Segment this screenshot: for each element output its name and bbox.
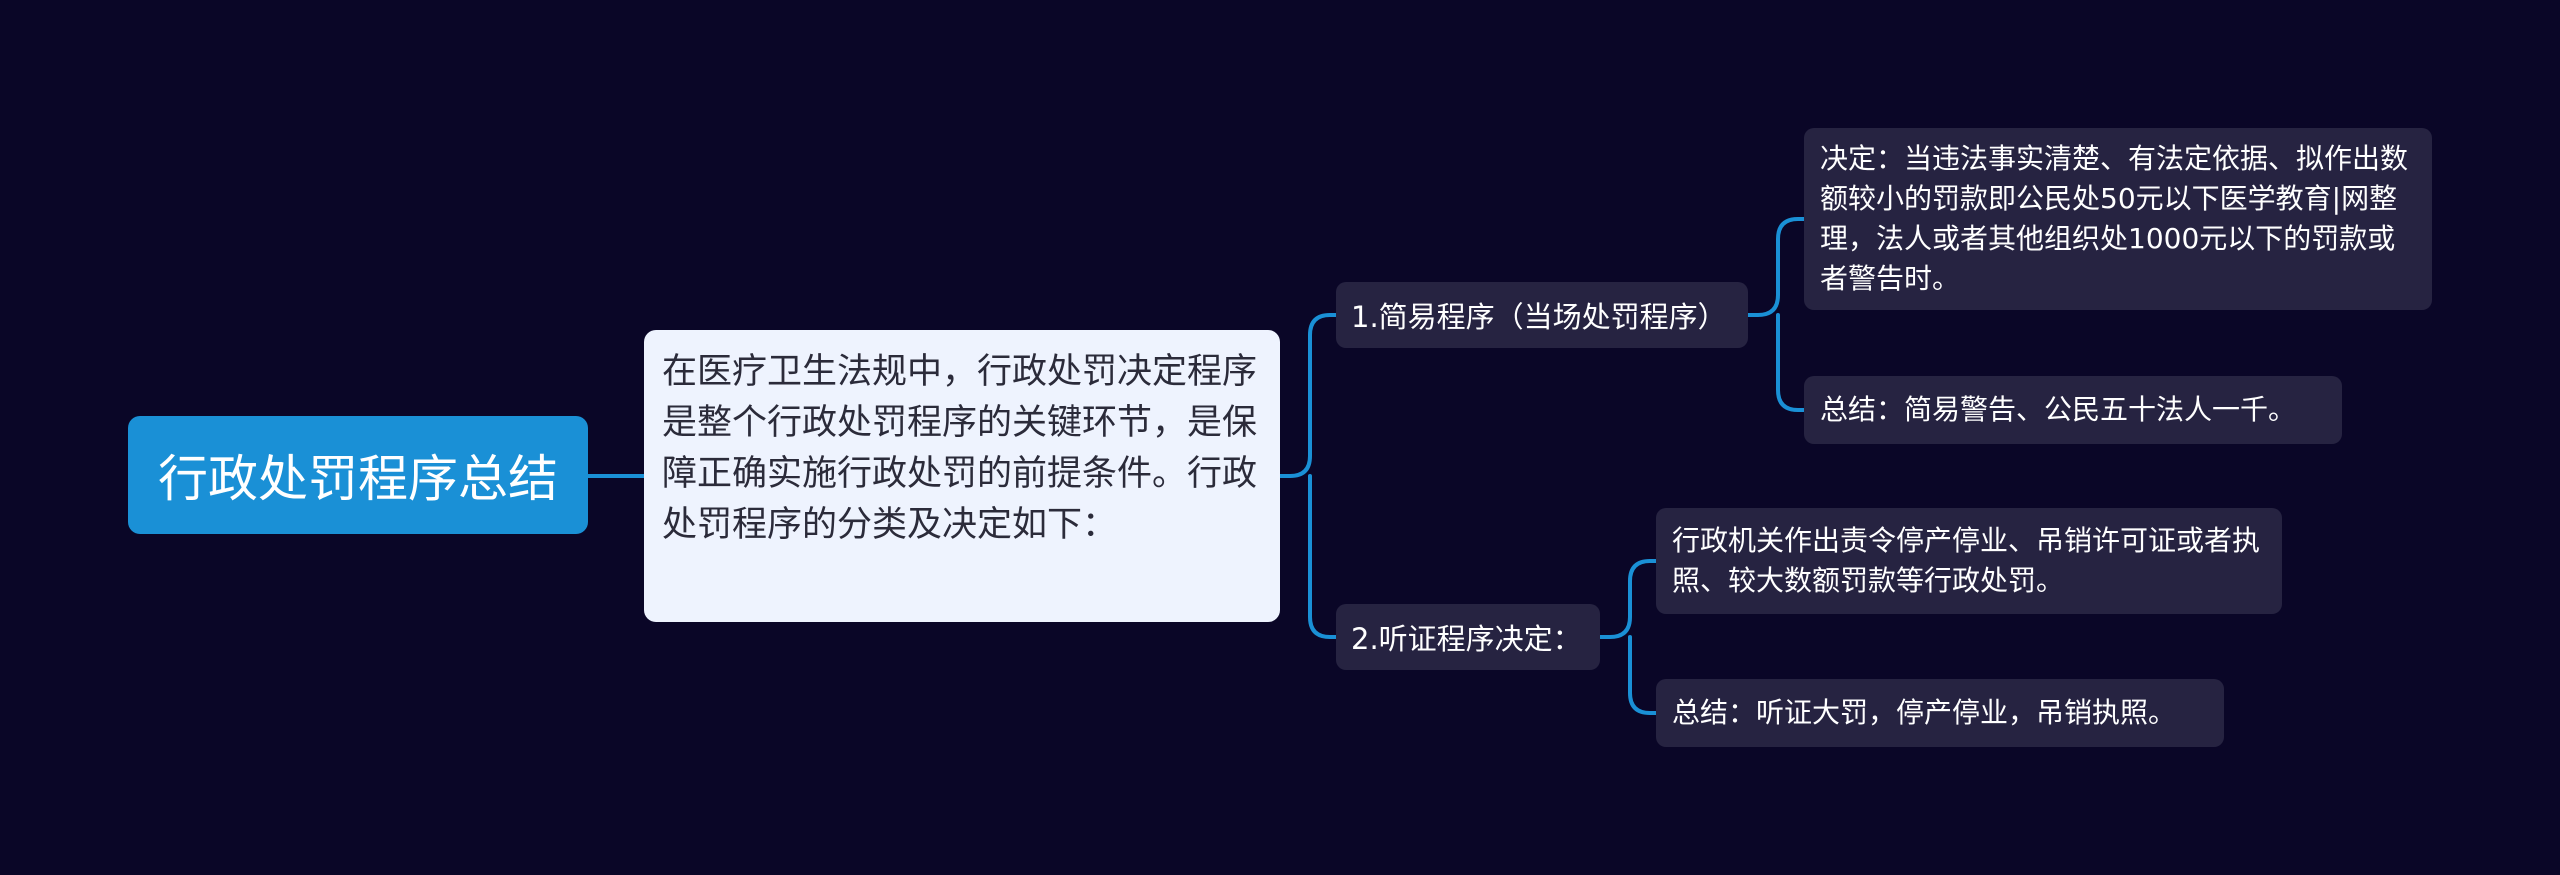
branch-hearing-procedure[interactable]: 2.听证程序决定：: [1336, 604, 1600, 670]
edge-branch-2-to-leaf-3: [1598, 559, 1658, 639]
leaf-simple-summary[interactable]: 总结：简易警告、公民五十法人一千。: [1804, 376, 2342, 444]
root-topic[interactable]: 行政处罚程序总结: [128, 416, 588, 534]
edge-intro-to-branch-1: [1278, 313, 1338, 478]
leaf-simple-decision[interactable]: 决定：当违法事实清楚、有法定依据、拟作出数额较小的罚款即公民处50元以下医学教育…: [1804, 128, 2432, 310]
intro-topic[interactable]: 在医疗卫生法规中，行政处罚决定程序是整个行政处罚程序的关键环节，是保障正确实施行…: [644, 330, 1280, 622]
leaf-hearing-decision[interactable]: 行政机关作出责令停产停业、吊销许可证或者执照、较大数额罚款等行政处罚。: [1656, 508, 2282, 614]
edge-intro-to-branch-2: [1308, 474, 1338, 639]
edge-branch-1-to-leaf-2: [1776, 313, 1806, 412]
edge-branch-1-to-leaf-1: [1746, 217, 1806, 317]
edge-branch-2-to-leaf-4: [1628, 635, 1658, 715]
leaf-hearing-summary[interactable]: 总结：听证大罚，停产停业，吊销执照。: [1656, 679, 2224, 747]
branch-simple-procedure[interactable]: 1.简易程序（当场处罚程序）: [1336, 282, 1748, 348]
